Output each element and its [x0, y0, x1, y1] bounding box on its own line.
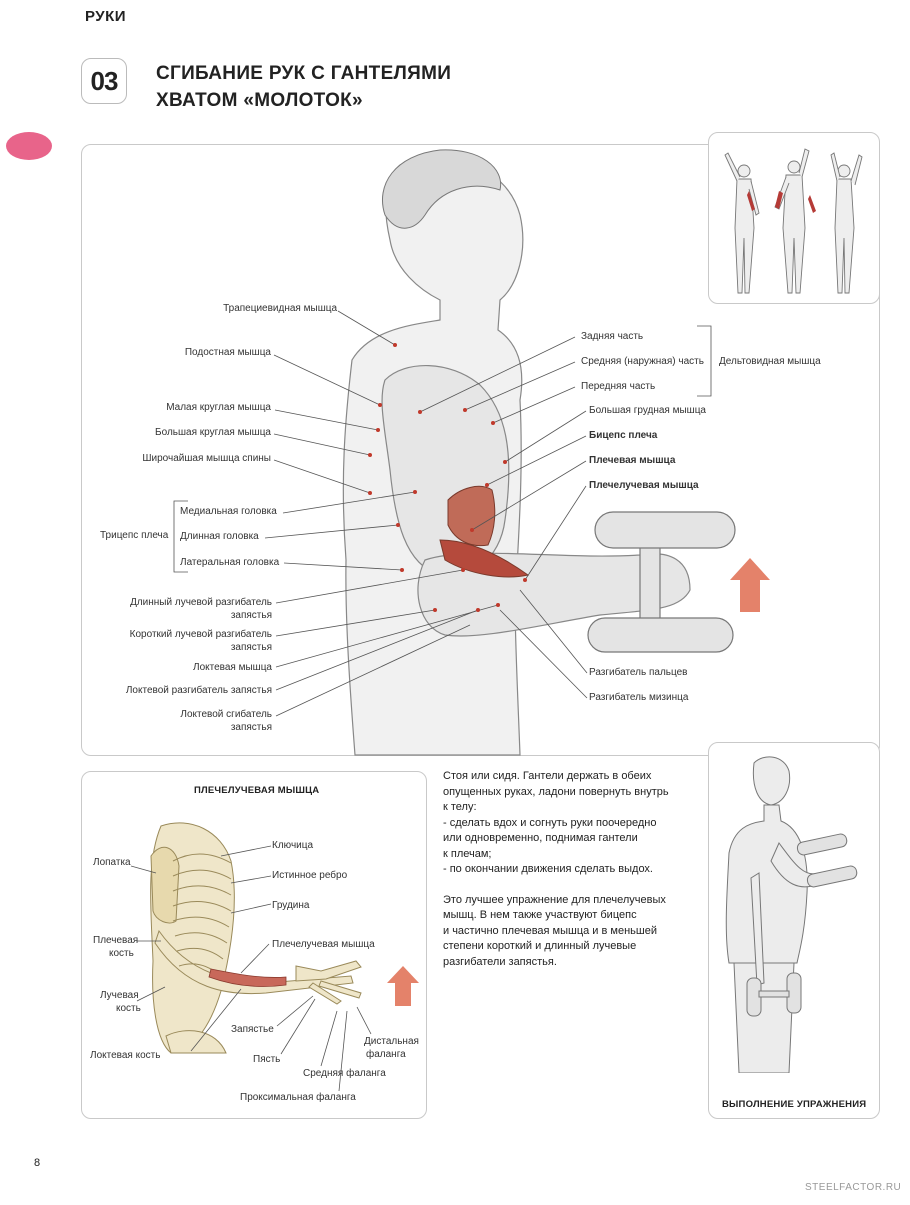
label-humerus-line-1: Плечевая	[93, 935, 139, 946]
label-deltoid-middle: Средняя (наружная) часть	[581, 356, 704, 367]
exercise-number: 03	[81, 58, 127, 104]
label-skeleton-brachioradialis: Плечелучевая мышца	[272, 939, 375, 950]
performance-illustration	[725, 756, 858, 1074]
label-ecrb-line-2: запястья	[230, 642, 272, 653]
desc-line: к плечам;	[443, 847, 492, 860]
label-infraspinatus: Подостная мышца	[184, 347, 271, 358]
skeleton-panel-heading: ПЛЕЧЕЛУЧЕВАЯ МЫШЦА	[194, 785, 320, 796]
leader-lines	[173, 310, 712, 717]
label-carpus: Запястье	[231, 1024, 274, 1035]
label-distal-phalanx-line-2: фаланга	[366, 1049, 406, 1060]
section-marker	[6, 132, 52, 160]
exercise-description: Стоя или сидя. Гантели держать в обеих о…	[443, 769, 698, 970]
label-middle-phalanx: Средняя фаланга	[303, 1068, 386, 1079]
label-scapula: Лопатка	[93, 857, 131, 868]
skeleton-illustration	[130, 822, 419, 1092]
label-long-head: Длинная головка	[180, 531, 259, 542]
label-latissimus: Широчайшая мышца спины	[142, 453, 271, 464]
label-teres-major: Большая круглая мышца	[155, 427, 271, 438]
skeleton-brachioradialis-muscle	[208, 968, 287, 987]
desc-line: степени короткий и длинный лучевые	[443, 940, 637, 952]
desc-line: и частично плечевая мышца и в меньшей	[443, 924, 657, 937]
desc-line: Стоя или сидя. Гантели держать в обеих	[443, 770, 652, 782]
desc-line: Это лучшее упражнение для плечелучевых	[443, 893, 666, 906]
label-proximal-phalanx: Проксимальная фаланга	[240, 1092, 356, 1103]
label-teres-minor: Малая круглая мышца	[166, 402, 271, 413]
skeleton-movement-arrow	[387, 966, 419, 1006]
label-ecrl-line-2: запястья	[230, 610, 272, 621]
dumbbell-illustration	[587, 511, 736, 653]
label-lateral-head: Латеральная головка	[180, 557, 280, 568]
label-trapezius: Трапециевидная мышца	[223, 303, 337, 314]
label-distal-phalanx: Дистальная фаланга	[364, 1036, 419, 1061]
label-deltoid: Дельтовидная мышца	[719, 356, 821, 367]
label-distal-phalanx-line-1: Дистальная	[364, 1036, 419, 1047]
desc-line: опущенных руках, ладони повернуть внутрь	[443, 785, 669, 798]
label-radius-line-2: кость	[116, 1003, 141, 1014]
muscle-overview-figures	[724, 148, 863, 294]
label-ecu: Локтевой разгибатель запястья	[125, 685, 272, 696]
exercise-title-line-2: ХВАТОМ «МОЛОТОК»	[156, 90, 363, 111]
skeleton-panel	[81, 771, 427, 1119]
label-humerus: Плечевая кость	[93, 935, 138, 960]
performance-caption: ВЫПОЛНЕНИЕ УПРАЖНЕНИЯ	[722, 1099, 867, 1110]
label-medial-head: Медиальная головка	[180, 506, 277, 517]
label-clavicle: Ключица	[272, 840, 314, 851]
muscle-marker-dots	[368, 343, 527, 612]
label-deltoid-anterior: Передняя часть	[581, 381, 656, 392]
label-radius: Лучевая кость	[100, 990, 141, 1015]
desc-line: или одновременно, поднимая гантели	[443, 832, 638, 844]
label-true-rib: Истинное ребро	[272, 870, 348, 881]
label-radius-line-1: Лучевая	[100, 990, 139, 1001]
exercise-title-line-1: СГИБАНИЕ РУК С ГАНТЕЛЯМИ	[156, 63, 452, 84]
label-ecrb-line-1: Короткий лучевой разгибатель	[129, 629, 272, 640]
label-anconeus: Локтевая мышца	[193, 662, 272, 673]
label-extensor-digitorum: Разгибатель пальцев	[589, 667, 688, 678]
label-brachioradialis: Плечелучевая мышца	[589, 480, 699, 491]
brachialis-muscle	[447, 485, 496, 547]
label-extensor-digiti-minimi: Разгибатель мизинца	[589, 692, 689, 703]
label-fcu: Локтевой сгибатель запястья	[180, 709, 272, 734]
label-biceps: Бицепс плеча	[589, 430, 658, 441]
desc-line: - сделать вдох и согнуть руки поочередно	[443, 816, 657, 829]
site-watermark: STEELFACTOR.RU	[805, 1182, 902, 1193]
label-ecrl-line-1: Длинный лучевой разгибатель	[130, 597, 272, 608]
desc-line: к телу:	[443, 801, 477, 813]
paragraph-gap	[443, 878, 698, 893]
label-humerus-line-2: кость	[109, 948, 134, 959]
muscle-overview-panel	[708, 132, 880, 304]
label-fcu-line-2: запястья	[230, 722, 272, 733]
label-fcu-line-1: Локтевой сгибатель	[180, 709, 272, 720]
desc-line: разгибатели запястья.	[443, 955, 557, 968]
performance-panel: ВЫПОЛНЕНИЕ УПРАЖНЕНИЯ	[708, 742, 880, 1119]
label-ecrl: Длинный лучевой разгибатель запястья	[130, 597, 272, 622]
desc-line: - по окончании движения сделать выдох.	[443, 863, 653, 875]
exercise-title: СГИБАНИЕ РУК С ГАНТЕЛЯМИ ХВАТОМ «МОЛОТОК…	[156, 60, 451, 114]
section-title: РУКИ	[85, 8, 127, 25]
movement-arrow	[730, 558, 770, 612]
label-brachialis: Плечевая мышца	[589, 455, 676, 466]
label-ecrb: Короткий лучевой разгибатель запястья	[130, 629, 272, 654]
figure-hair	[381, 149, 502, 229]
label-pectoralis: Большая грудная мышца	[589, 405, 706, 416]
label-ulna: Локтевая кость	[90, 1050, 161, 1061]
page-number: 8	[34, 1157, 41, 1169]
main-anatomy-illustration	[173, 149, 770, 756]
label-triceps: Трицепс плеча	[100, 530, 169, 541]
label-deltoid-posterior: Задняя часть	[581, 331, 644, 342]
label-metacarpus: Пясть	[253, 1054, 281, 1065]
desc-line: мышц. В нем также участвуют бицепс	[443, 909, 637, 921]
label-sternum: Грудина	[272, 900, 310, 911]
